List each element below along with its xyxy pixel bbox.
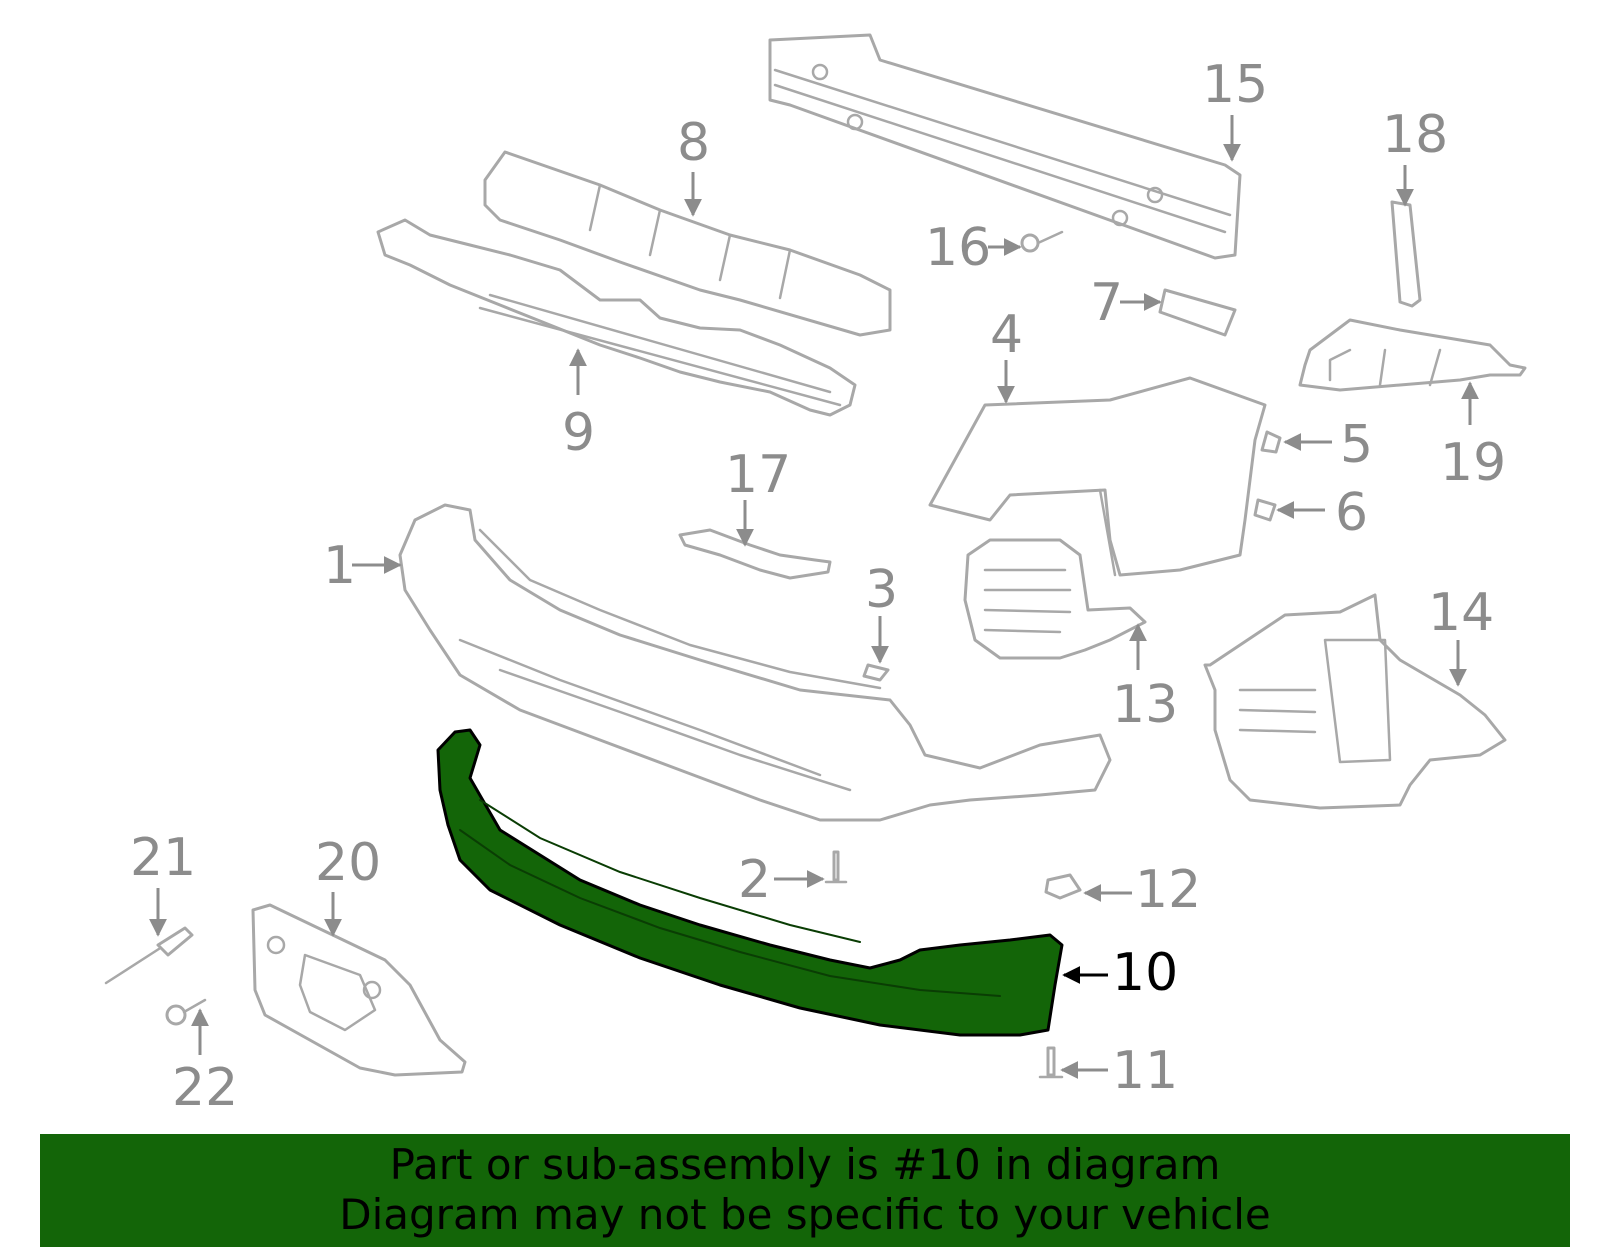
part-9-grille-bracket (376, 218, 857, 417)
svg-text:3: 3 (865, 560, 898, 620)
svg-text:13: 13 (1112, 675, 1178, 735)
callout-12: 12 (1083, 860, 1201, 920)
callout-15: 15 (1202, 55, 1268, 162)
callout-22: 22 (172, 1008, 238, 1118)
callout-14: 14 (1428, 583, 1494, 687)
svg-text:22: 22 (172, 1058, 238, 1118)
callout-11: 11 (1060, 1041, 1178, 1101)
callout-17: 17 (725, 445, 791, 547)
svg-text:10: 10 (1112, 943, 1178, 1003)
part-12-clip (1044, 873, 1082, 900)
callout-18: 18 (1382, 105, 1448, 207)
part-17-bracket (678, 528, 832, 580)
svg-text:4: 4 (990, 305, 1023, 365)
part-22-screw (165, 998, 207, 1026)
callout-6: 6 (1276, 483, 1368, 543)
callout-10: 10 (1062, 943, 1178, 1003)
part-11-bolt (1038, 1046, 1064, 1079)
callout-7: 7 (1090, 273, 1162, 333)
part-2-bolt (824, 850, 848, 884)
part-19-side-support (1298, 318, 1527, 392)
callout-21: 21 (130, 828, 196, 937)
callout-20: 20 (315, 833, 381, 937)
info-banner: Part or sub-assembly is #10 in diagram D… (40, 1134, 1570, 1247)
part-21-rivet (104, 926, 194, 985)
part-18-bracket (1390, 200, 1422, 308)
callout-19: 19 (1440, 381, 1506, 493)
svg-text:2: 2 (738, 850, 771, 910)
svg-text:16: 16 (925, 218, 991, 278)
part-10-lower-valance (436, 728, 1064, 1037)
part-7-clip (1158, 288, 1237, 337)
part-8-energy-absorber (483, 150, 892, 337)
svg-text:7: 7 (1090, 273, 1123, 333)
banner-line-2: Diagram may not be specific to your vehi… (339, 1190, 1271, 1239)
callout-2: 2 (738, 850, 825, 910)
part-13-fog-bezel (963, 538, 1147, 660)
svg-text:15: 15 (1202, 55, 1268, 115)
part-5-nut (1260, 430, 1282, 454)
svg-text:1: 1 (323, 536, 356, 596)
part-16-bolt (1020, 230, 1064, 253)
svg-text:19: 19 (1440, 433, 1506, 493)
part-1-fascia (398, 503, 1112, 822)
part-14-fog-bracket (1203, 593, 1507, 810)
svg-text:21: 21 (130, 828, 196, 888)
part-15-impact-bar (768, 33, 1242, 260)
callout-13: 13 (1112, 623, 1178, 735)
svg-text:17: 17 (725, 445, 791, 505)
part-20-license-bracket (251, 903, 467, 1077)
part-3-clip (862, 663, 890, 682)
svg-text:18: 18 (1382, 105, 1448, 165)
svg-text:11: 11 (1112, 1041, 1178, 1101)
callout-3: 3 (865, 560, 898, 664)
callout-5: 5 (1283, 415, 1373, 475)
part-4-fascia-corner (928, 376, 1267, 577)
svg-text:9: 9 (562, 403, 595, 463)
svg-text:6: 6 (1335, 483, 1368, 543)
banner-line-1: Part or sub-assembly is #10 in diagram (389, 1140, 1221, 1189)
svg-text:12: 12 (1135, 860, 1201, 920)
callout-1: 1 (323, 536, 402, 596)
callout-8: 8 (677, 113, 710, 217)
svg-text:5: 5 (1340, 415, 1373, 475)
callout-16: 16 (925, 218, 1022, 278)
callout-9: 9 (562, 348, 595, 463)
svg-text:14: 14 (1428, 583, 1494, 643)
callout-4: 4 (990, 305, 1023, 404)
part-6-clip (1253, 498, 1277, 522)
svg-text:8: 8 (677, 113, 710, 173)
svg-text:20: 20 (315, 833, 381, 893)
